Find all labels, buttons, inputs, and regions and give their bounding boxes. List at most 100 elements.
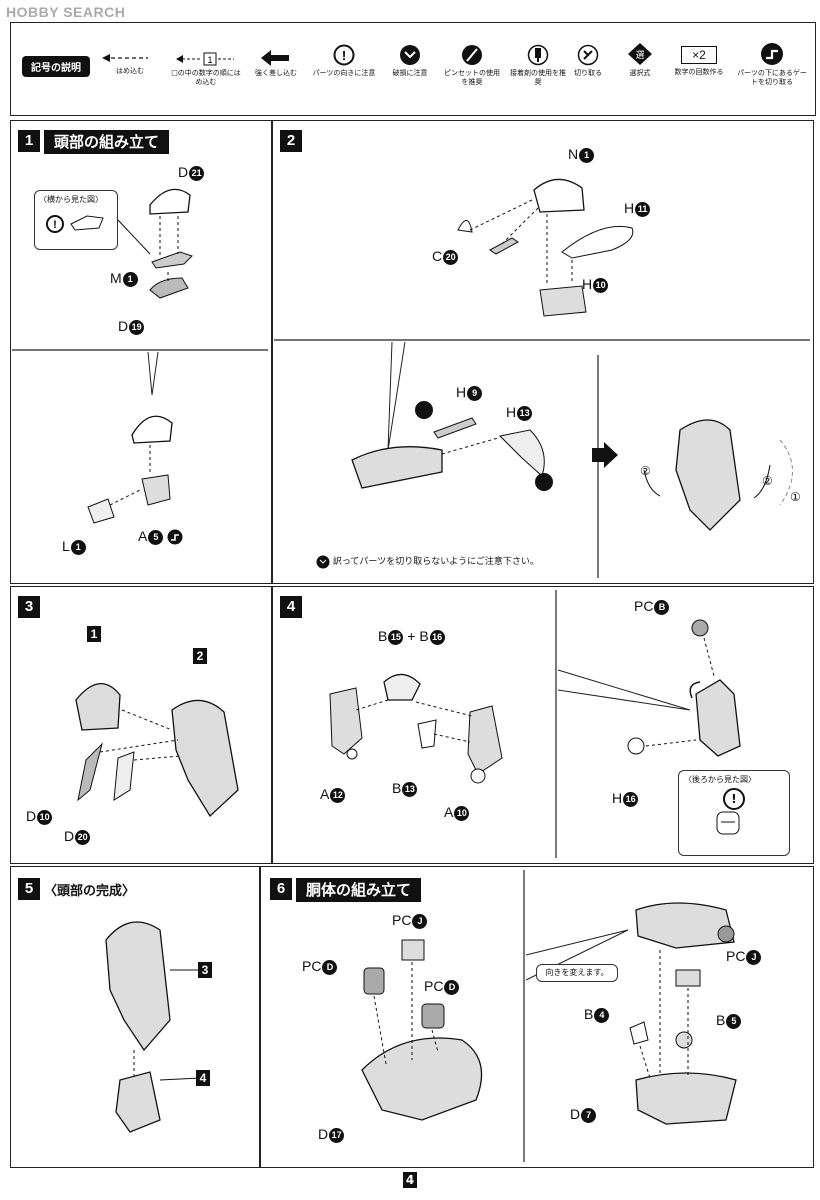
symbol-legend bbox=[10, 22, 816, 116]
times-two-icon: ×2 bbox=[681, 46, 717, 64]
panel-step-3 bbox=[10, 586, 272, 864]
legend-item-push: 強く差し込む bbox=[248, 50, 304, 78]
subassembly-ref-1: 1 bbox=[87, 626, 101, 642]
step-2-number: 2 bbox=[280, 130, 302, 152]
svg-text:選: 選 bbox=[635, 50, 644, 60]
step-6-diagram-left bbox=[361, 939, 483, 1121]
step-5-number: 5 bbox=[18, 878, 40, 900]
choose-icon: 選 bbox=[628, 43, 652, 65]
subassembly-ref-2: 2 bbox=[193, 648, 207, 664]
back-view-part bbox=[716, 811, 740, 835]
step-1-title: 頭部の組み立て bbox=[44, 130, 170, 154]
step-ref-arrow-icon: 1 bbox=[176, 52, 234, 66]
caution-icon: ! bbox=[723, 788, 745, 810]
step-2-diagram-top bbox=[457, 178, 634, 317]
legend-item-tweezers: ピンセットの使用を推奨 bbox=[442, 44, 502, 87]
panel-step-4 bbox=[272, 586, 814, 864]
step-4-pc-diagram bbox=[627, 619, 741, 757]
back-view-callout: 〈後ろから見た図〉 ! bbox=[678, 770, 790, 856]
adhesive-icon bbox=[527, 44, 549, 66]
legend-item-gate: パーツの下にあるゲートを切り取る bbox=[736, 42, 808, 87]
tweezers-icon bbox=[462, 45, 482, 65]
caution-icon: ! bbox=[333, 44, 355, 66]
rotation-label-a: ② bbox=[640, 464, 651, 478]
step-5-title: 〈頭部の完成〉 bbox=[44, 884, 136, 899]
svg-text:1: 1 bbox=[207, 55, 212, 65]
side-view-callout: 〈横から見た図〉 ! bbox=[34, 190, 118, 250]
step-5-diagram bbox=[105, 921, 201, 1133]
orientation-note: 向きを変えます。 bbox=[536, 964, 618, 982]
legend-title: 記号の説明 bbox=[22, 56, 90, 77]
step-4-number: 4 bbox=[280, 596, 302, 618]
cut-icon bbox=[577, 44, 599, 66]
panel-step-2 bbox=[272, 120, 814, 584]
legend-item-adhesive: 接着剤の使用を推奨 bbox=[508, 44, 568, 87]
no-cut-icon bbox=[316, 555, 330, 568]
legend-item-orientation: ! パーツの向きに注意 bbox=[312, 44, 376, 78]
rotation-label-c: ① bbox=[790, 490, 801, 504]
step-4-diagram bbox=[329, 673, 503, 784]
page-number: 4 bbox=[403, 1172, 417, 1188]
panel-step-5 bbox=[10, 866, 260, 1168]
step-1-number: 1 bbox=[18, 130, 40, 152]
dashed-arrow-icon bbox=[102, 54, 148, 62]
subassembly-ref-3: 3 bbox=[198, 962, 212, 978]
gate-icon bbox=[761, 43, 783, 65]
legend-item-order: 1 □の中の数字の順にはめ込む bbox=[170, 52, 242, 87]
step-3-diagram bbox=[75, 683, 239, 818]
step-6-title: 胴体の組み立て bbox=[296, 878, 422, 902]
step-1-diagram-bottom bbox=[87, 415, 173, 524]
rotation-label-b: ② bbox=[762, 474, 773, 488]
next-arrow-icon bbox=[592, 442, 618, 468]
legend-item-choose: 選 選択式 bbox=[618, 42, 662, 78]
gate-icon bbox=[167, 529, 183, 545]
side-view-part: ! bbox=[46, 215, 104, 233]
legend-item-fragile: 破損に注意 bbox=[382, 44, 438, 78]
step-2-note: 訳ってパーツを切り取らないようにご注意下さい。 bbox=[316, 554, 539, 569]
step-3-number: 3 bbox=[18, 596, 40, 618]
legend-item-repeat: ×2 数字の回数作る bbox=[674, 46, 724, 76]
subassembly-ref-4: 4 bbox=[196, 1070, 210, 1086]
step-1-diagram-top bbox=[117, 188, 193, 299]
panel-step-6 bbox=[260, 866, 814, 1168]
svg-text:!: ! bbox=[53, 219, 57, 231]
bold-arrow-icon bbox=[261, 50, 289, 66]
panel-step-1 bbox=[10, 120, 272, 584]
step-6-number: 6 bbox=[270, 878, 292, 900]
legend-item-cut: 切り取る bbox=[568, 44, 608, 78]
step-2-diagram-bottom bbox=[351, 401, 553, 491]
no-cut-icon bbox=[400, 45, 420, 65]
step-6-diagram-right bbox=[629, 902, 737, 1125]
svg-text:!: ! bbox=[342, 48, 346, 63]
watermark: HOBBY SEARCH bbox=[6, 4, 126, 20]
legend-item-insert: はめ込む bbox=[98, 52, 162, 76]
